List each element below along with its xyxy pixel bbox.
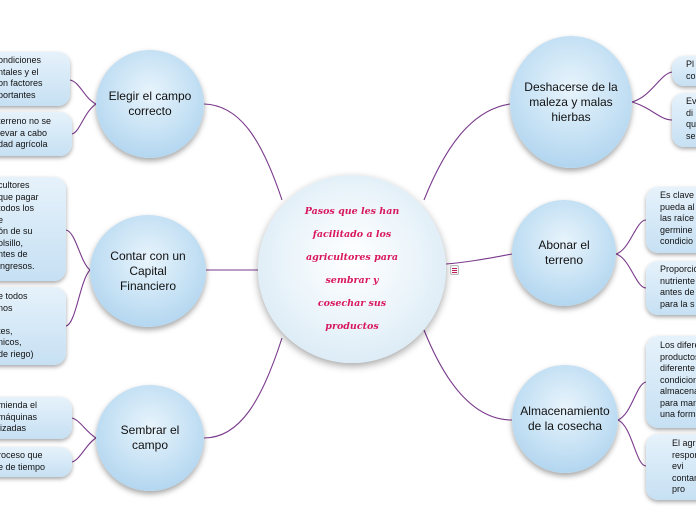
topic-almacenamiento-cosecha[interactable]: Almacenamiento de la cosecha xyxy=(512,365,618,473)
topic-label: Deshacerse de la maleza y malas hierbas xyxy=(524,79,618,124)
leaf-text: mienda el máquinas lizadas xyxy=(0,400,38,433)
connector-elegir-leaf2 xyxy=(71,103,97,135)
central-topic-title: Pasos que les han facilitado a los agric… xyxy=(304,206,400,332)
leaf-maleza-2[interactable]: Ev di qu se xyxy=(672,93,696,147)
leaf-text: Pl co xyxy=(686,59,696,81)
central-topic[interactable]: Pasos que les han facilitado a los agric… xyxy=(258,175,446,363)
leaf-text: Es clave pueda al las raíce germine cond… xyxy=(660,190,695,246)
leaf-text: e todos nos , tes, nicos, de riego) xyxy=(0,291,34,359)
leaf-abonar-2[interactable]: Proporció nutriente antes de para la s xyxy=(646,261,696,315)
leaf-almacenamiento-2[interactable]: El agri respon evi contami pro xyxy=(646,434,696,500)
connector-elegir-leaf1 xyxy=(69,79,97,105)
connector-sembrar-leaf1 xyxy=(71,417,97,439)
leaf-text: terreno no se levar a cabo dad agrícola xyxy=(0,116,52,149)
leaf-elegir-2[interactable]: terreno no se levar a cabo dad agrícola xyxy=(0,112,72,156)
connector-central-sembrar xyxy=(203,337,283,439)
connector-central-maleza xyxy=(423,103,511,201)
leaf-capital-1[interactable]: cultores que pagar todos los e ón de su … xyxy=(0,177,66,281)
connector-abonar-leaf2 xyxy=(615,253,647,289)
topic-label: Almacenamiento de la cosecha xyxy=(520,404,610,433)
topic-label: Sembrar el campo xyxy=(120,423,180,452)
leaf-sembrar-2[interactable]: roceso que e de tiempo xyxy=(0,447,72,477)
topic-sembrar-campo[interactable]: Sembrar el campo xyxy=(96,385,204,491)
connector-maleza-leaf2 xyxy=(631,101,673,121)
leaf-maleza-1[interactable]: Pl co xyxy=(672,56,696,86)
connector-central-elegir xyxy=(203,103,283,201)
connector-almacenamiento-leaf2 xyxy=(617,419,647,467)
topic-label: Contar con un Capital Financiero xyxy=(110,248,186,293)
connector-sembrar-leaf2 xyxy=(71,437,97,463)
leaf-text: Los difere productos diferente condicion… xyxy=(660,340,696,419)
leaf-sembrar-1[interactable]: mienda el máquinas lizadas xyxy=(0,397,72,439)
connector-central-almacenamiento xyxy=(423,329,513,421)
leaf-almacenamiento-1[interactable]: Los difere productos diferente condicion… xyxy=(646,336,696,428)
leaf-abonar-1[interactable]: Es clave pueda al las raíce germine cond… xyxy=(646,187,696,253)
topic-label: Elegir el campo correcto xyxy=(108,89,192,118)
connector-capital-leaf2 xyxy=(65,269,91,327)
leaf-text: El agri respon evi contami pro xyxy=(672,438,696,494)
leaf-capital-2[interactable]: e todos nos , tes, nicos, de riego) xyxy=(0,287,66,365)
topic-abonar-terreno[interactable]: Abonar el terreno xyxy=(512,200,616,306)
leaf-text: roceso que e de tiempo xyxy=(0,450,46,472)
topic-elegir-campo[interactable]: Elegir el campo correcto xyxy=(96,50,204,158)
connector-almacenamiento-leaf1 xyxy=(617,381,647,421)
topic-deshacerse-maleza[interactable]: Deshacerse de la maleza y malas hierbas xyxy=(510,36,632,168)
leaf-text: ondiciones ntales y el on factores porta… xyxy=(0,55,43,100)
leaf-text: Ev di qu se xyxy=(686,96,696,141)
connector-maleza-leaf1 xyxy=(631,71,673,103)
leaf-elegir-1[interactable]: ondiciones ntales y el on factores porta… xyxy=(0,52,70,106)
leaf-text: cultores que pagar todos los e ón de su … xyxy=(0,180,39,271)
connector-capital-leaf1 xyxy=(65,229,91,271)
topic-capital-financiero[interactable]: Contar con un Capital Financiero xyxy=(90,215,206,327)
leaf-text: Proporció nutriente antes de para la s xyxy=(660,264,696,309)
connector-abonar-leaf1 xyxy=(615,219,647,255)
connector-central-abonar xyxy=(445,253,513,265)
menu-icon[interactable] xyxy=(450,265,459,275)
topic-label: Abonar el terreno xyxy=(538,238,590,267)
